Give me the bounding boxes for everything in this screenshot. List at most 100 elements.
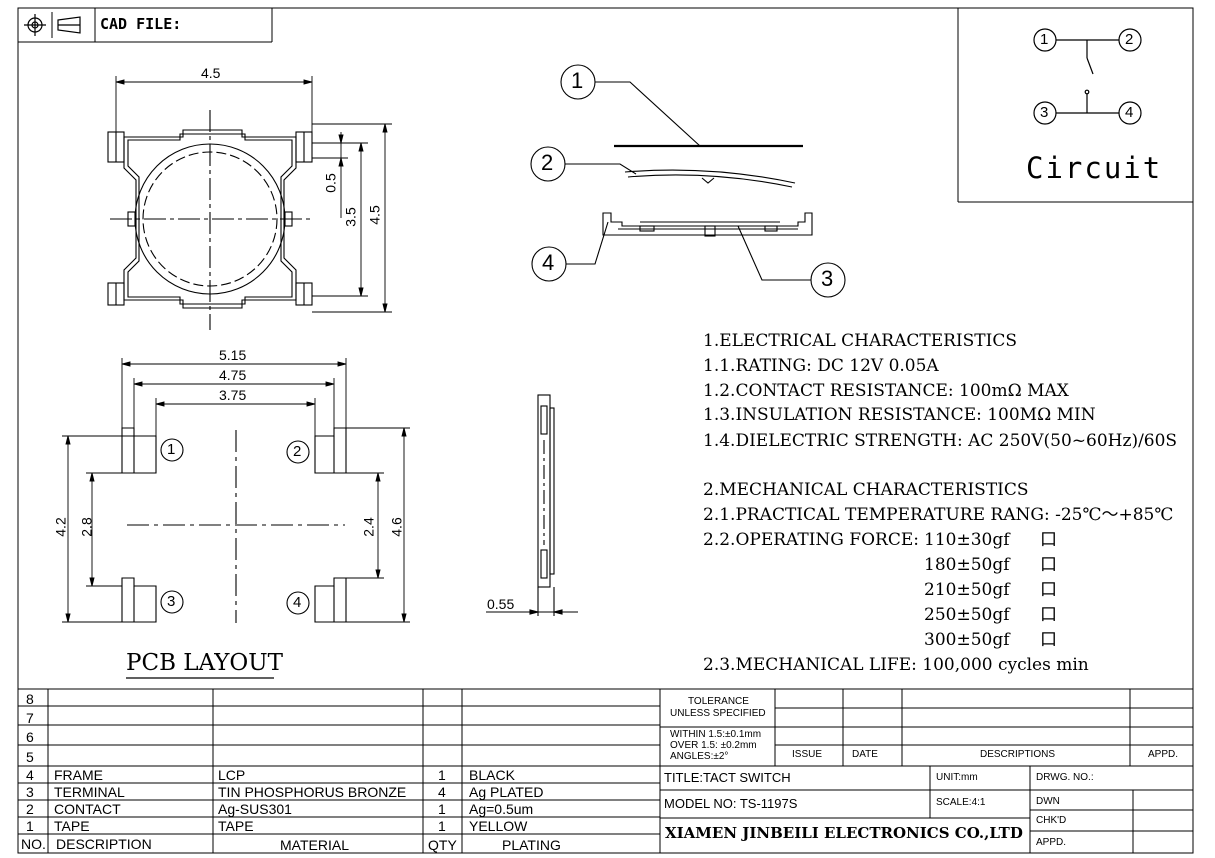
dwn-label: DWN [1036,796,1060,807]
force-checkbox-2[interactable]: 口 [1040,555,1057,575]
bom-row-material: TAPE [218,818,254,834]
bom-header-no: NO. [21,836,46,852]
bom-row-qty: 4 [438,784,446,800]
bom-row-no: 4 [26,767,34,783]
bom-row-plating: Ag PLATED [469,784,544,800]
bom-empty-row-6: 6 [26,729,34,745]
tolerance-over: OVER 1.5: ±0.2mm [670,740,757,751]
top-view-drawing [107,110,313,330]
bom-header-qty: QTY [428,837,457,853]
spec-electrical-heading: 1.ELECTRICAL CHARACTERISTICS [703,331,1017,351]
bom-row-no: 2 [26,801,34,817]
dim-top-width: 4.5 [201,65,221,81]
dim-top-offset: 0.5 [322,173,339,193]
tolerance-angles: ANGLES:±2° [670,751,729,762]
bom-row-no: 1 [26,818,34,834]
spec-force-label: 2.2.OPERATING FORCE: [703,530,919,550]
bom-row-qty: 1 [438,818,446,834]
callout-3: 3 [821,266,834,291]
circuit-symbol [1033,28,1142,125]
side-view-drawing [486,394,578,616]
callout-4: 4 [542,250,555,275]
dim-pcb-w1: 5.15 [219,347,247,363]
bom-row-material: TIN PHOSPHORUS BRONZE [218,784,407,800]
bom-empty-row-7: 7 [26,710,34,726]
spec-force-1: 110±30gf [924,530,1010,550]
projection-symbol-icon [24,14,81,36]
drawing-border [17,7,1194,854]
dim-pcb-h-right2: 4.6 [388,517,405,537]
pcb-layout-title: PCB LAYOUT [126,650,284,676]
circuit-pin-2: 2 [1125,31,1134,48]
spec-force-4: 250±50gf [924,605,1010,625]
spec-mechanical-life: 2.3.MECHANICAL LIFE: 100,000 cycles min [703,655,1089,675]
spec-dielectric-strength: 1.4.DIELECTRIC STRENGTH: AC 250V(50~60Hz… [703,431,1178,451]
callout-1: 1 [571,68,584,93]
circuit-pin-4: 4 [1125,104,1134,121]
pad-label-4: 4 [293,594,302,611]
callout-2: 2 [541,150,554,175]
bom-row-description: FRAME [54,767,103,783]
dim-pcb-w2: 4.75 [219,367,247,383]
unit-label: UNIT:mm [936,772,978,783]
bom-row-description: CONTACT [54,801,121,817]
company-name: XIAMEN JINBEILI ELECTRONICS CO.,LTD [665,824,1023,842]
bom-row-material: Ag-SUS301 [218,801,292,817]
circuit-title: Circuit [1026,151,1163,185]
dim-pcb-w3: 3.75 [219,387,247,403]
drawing-number-label: DRWG. NO.: [1036,772,1094,783]
bom-row-qty: 1 [438,767,446,783]
rev-issue-label: ISSUE [792,749,823,760]
bom-row-qty: 1 [438,801,446,817]
scale-label: SCALE:4:1 [936,797,986,808]
force-checkbox-4[interactable]: 口 [1040,605,1057,625]
tolerance-subheading: UNLESS SPECIFIED [670,708,766,719]
chkd-label: CHK'D [1036,815,1067,826]
bom-header-plating: PLATING [502,837,561,853]
spec-rating: 1.1.RATING: DC 12V 0.05A [703,356,939,376]
dim-pcb-h-left1: 4.2 [52,517,69,537]
dim-side-thickness: 0.55 [487,596,515,612]
bom-header-material: MATERIAL [280,837,349,853]
spec-force-3: 210±50gf [924,580,1010,600]
bom-row-plating: Ag=0.5um [469,801,534,817]
rev-date-label: DATE [852,749,878,760]
pad-label-2: 2 [293,443,302,460]
top-view-dimensions [115,76,392,313]
spec-insulation-resistance: 1.3.INSULATION RESISTANCE: 100MΩ MIN [703,405,1096,425]
rev-descriptions-label: DESCRIPTIONS [980,749,1056,760]
dim-pcb-h-right1: 2.4 [360,517,377,537]
bom-row-no: 3 [26,784,34,800]
spec-force-2: 180±50gf [924,555,1010,575]
bottom-table-grid [18,688,1193,853]
bom-empty-row-8: 8 [26,691,34,707]
force-checkbox-1[interactable]: 口 [1040,530,1057,550]
exploded-view-drawing [530,64,846,298]
dim-pcb-h-left2: 2.8 [78,517,95,537]
pad-label-1: 1 [167,441,176,458]
tolerance-heading: TOLERANCE [688,696,749,707]
force-checkbox-3[interactable]: 口 [1040,580,1057,600]
spec-contact-resistance: 1.2.CONTACT RESISTANCE: 100mΩ MAX [703,381,1069,401]
bom-row-plating: BLACK [469,767,515,783]
pcb-layout-drawing [121,427,347,623]
rev-appd-label: APPD. [1148,749,1179,760]
dim-top-height: 4.5 [366,205,383,225]
pcb-layout-dimensions [62,358,410,679]
bom-row-description: TERMINAL [54,784,125,800]
pad-label-3: 3 [167,593,176,610]
model-number: MODEL NO: TS-1197S [664,796,798,811]
force-checkbox-5[interactable]: 口 [1040,630,1057,650]
dim-top-inner: 3.5 [342,207,359,227]
spec-temperature: 2.1.PRACTICAL TEMPERATURE RANG: -25℃～+85… [703,505,1174,525]
bom-empty-row-5: 5 [26,749,34,765]
bom-row-plating: YELLOW [469,818,528,834]
spec-force-5: 300±50gf [924,630,1010,650]
tolerance-within: WITHIN 1.5:±0.1mm [670,729,762,740]
appd-label: APPD. [1036,837,1067,848]
circuit-pin-3: 3 [1040,104,1049,121]
bom-row-material: LCP [218,767,246,783]
drawing-title: TITLE:TACT SWITCH [664,770,791,785]
spec-mechanical-heading: 2.MECHANICAL CHARACTERISTICS [703,480,1029,500]
